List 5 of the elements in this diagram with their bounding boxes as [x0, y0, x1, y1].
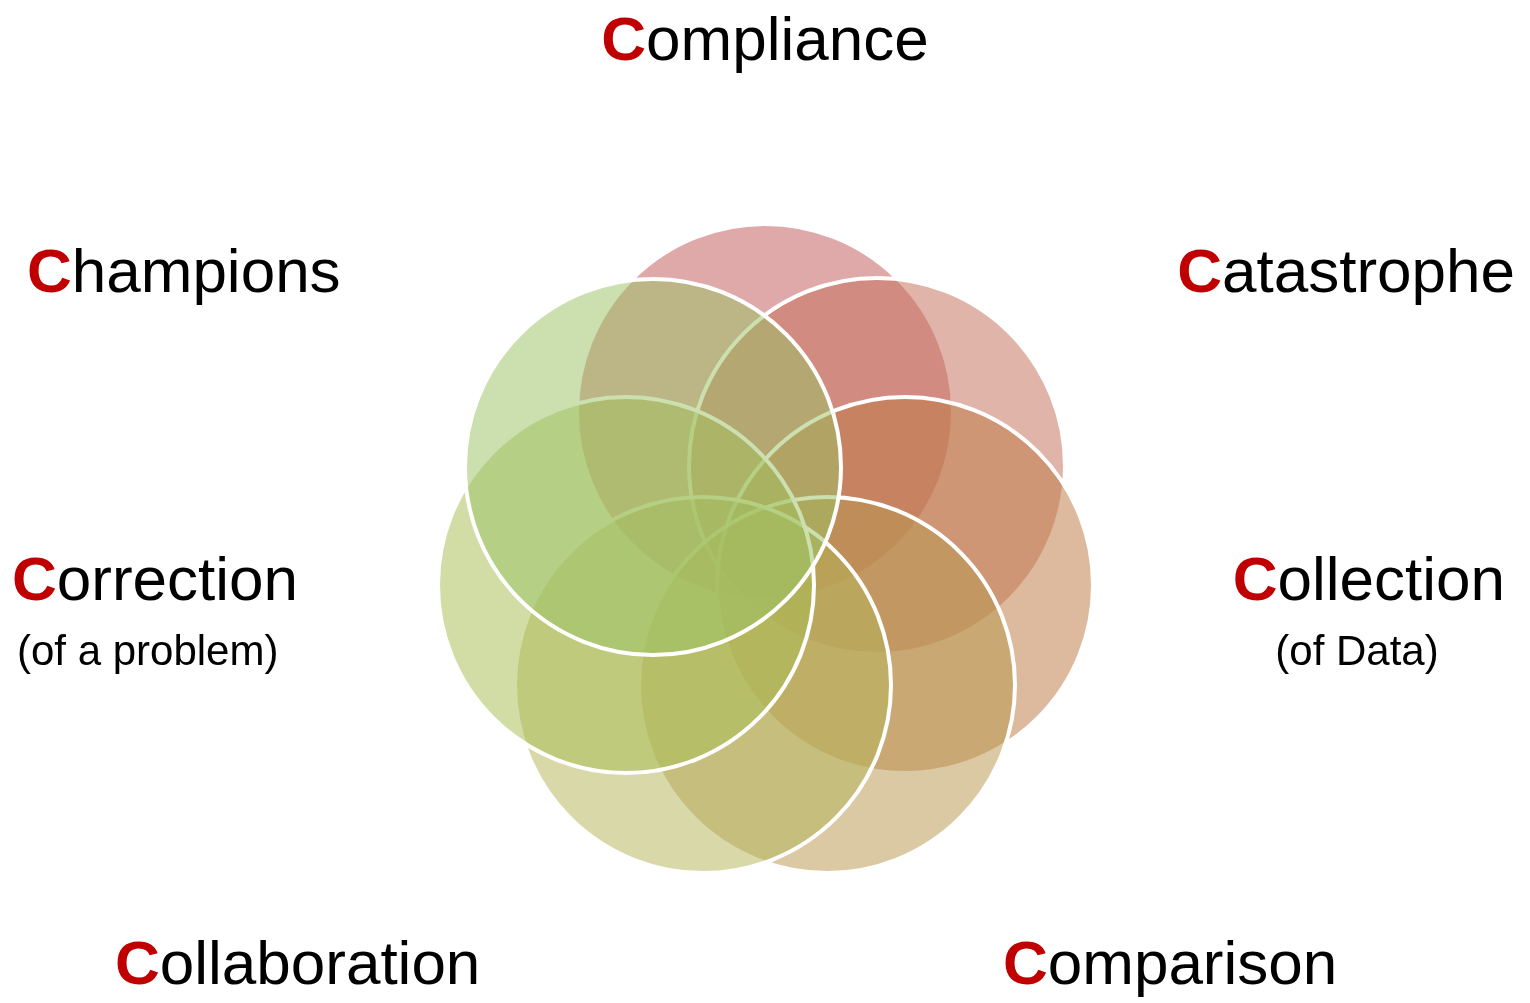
category-label: Collection	[1232, 548, 1505, 610]
category-label: Correction	[12, 548, 298, 610]
subtitle-label: (of a problem)	[17, 630, 279, 672]
category-label: Collaboration	[115, 932, 481, 994]
subtitle-label: (of Data)	[1275, 630, 1439, 672]
